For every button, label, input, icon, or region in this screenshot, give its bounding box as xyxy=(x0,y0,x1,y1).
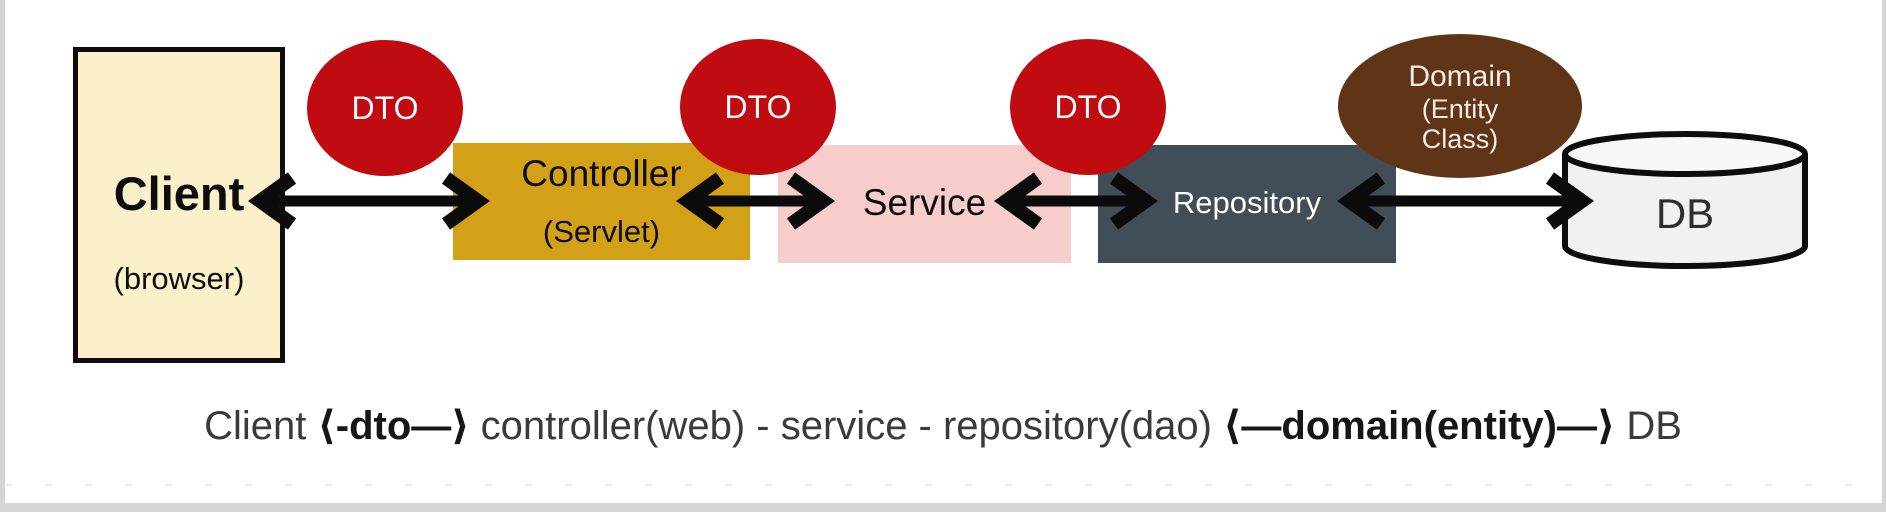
controller-title: Controller xyxy=(521,153,682,194)
service-title: Service xyxy=(862,182,987,223)
database-cylinder-icon: DB xyxy=(1562,131,1808,269)
caption-seg-domain: ⟨—domain(entity)—⟩ xyxy=(1223,404,1616,448)
window-edge-bottom xyxy=(0,503,1886,512)
domain-label-line1: Domain xyxy=(1408,59,1512,93)
dto-label: DTO xyxy=(1054,88,1122,125)
dto-badge-1: DTO xyxy=(307,40,463,176)
client-title: Client xyxy=(113,167,245,220)
arrow-client-controller xyxy=(248,172,490,230)
arrow-controller-service xyxy=(676,172,835,230)
db-label: DB xyxy=(1656,190,1714,237)
caption-seg-db: DB xyxy=(1615,404,1682,448)
faint-dotted-line xyxy=(6,484,1880,486)
arrow-repository-db xyxy=(1337,172,1594,230)
arrow-service-repository xyxy=(994,172,1158,230)
domain-label-line2: (Entity xyxy=(1421,93,1499,124)
repository-title: Repository xyxy=(1172,185,1322,220)
caption-seg-dto: ⟨-dto—⟩ xyxy=(317,404,470,448)
controller-subtitle: (Servlet) xyxy=(542,214,661,249)
dto-badge-3: DTO xyxy=(1010,39,1166,175)
dto-badge-2: DTO xyxy=(680,39,836,175)
caption-seg-middle: controller(web) - service - repository(d… xyxy=(469,404,1224,448)
dto-label: DTO xyxy=(351,89,419,126)
client-subtitle: (browser) xyxy=(113,261,245,296)
dto-label: DTO xyxy=(724,88,792,125)
domain-label-line3: Class) xyxy=(1421,123,1499,154)
domain-entity-badge: Domain (Entity Class) xyxy=(1338,34,1582,178)
caption-seg-client: Client xyxy=(204,404,318,448)
window-edge-right xyxy=(1882,0,1886,512)
client-node xyxy=(73,47,285,363)
flow-caption: Client ⟨-dto—⟩ controller(web) - service… xyxy=(0,403,1886,449)
window-edge-left xyxy=(0,0,5,512)
